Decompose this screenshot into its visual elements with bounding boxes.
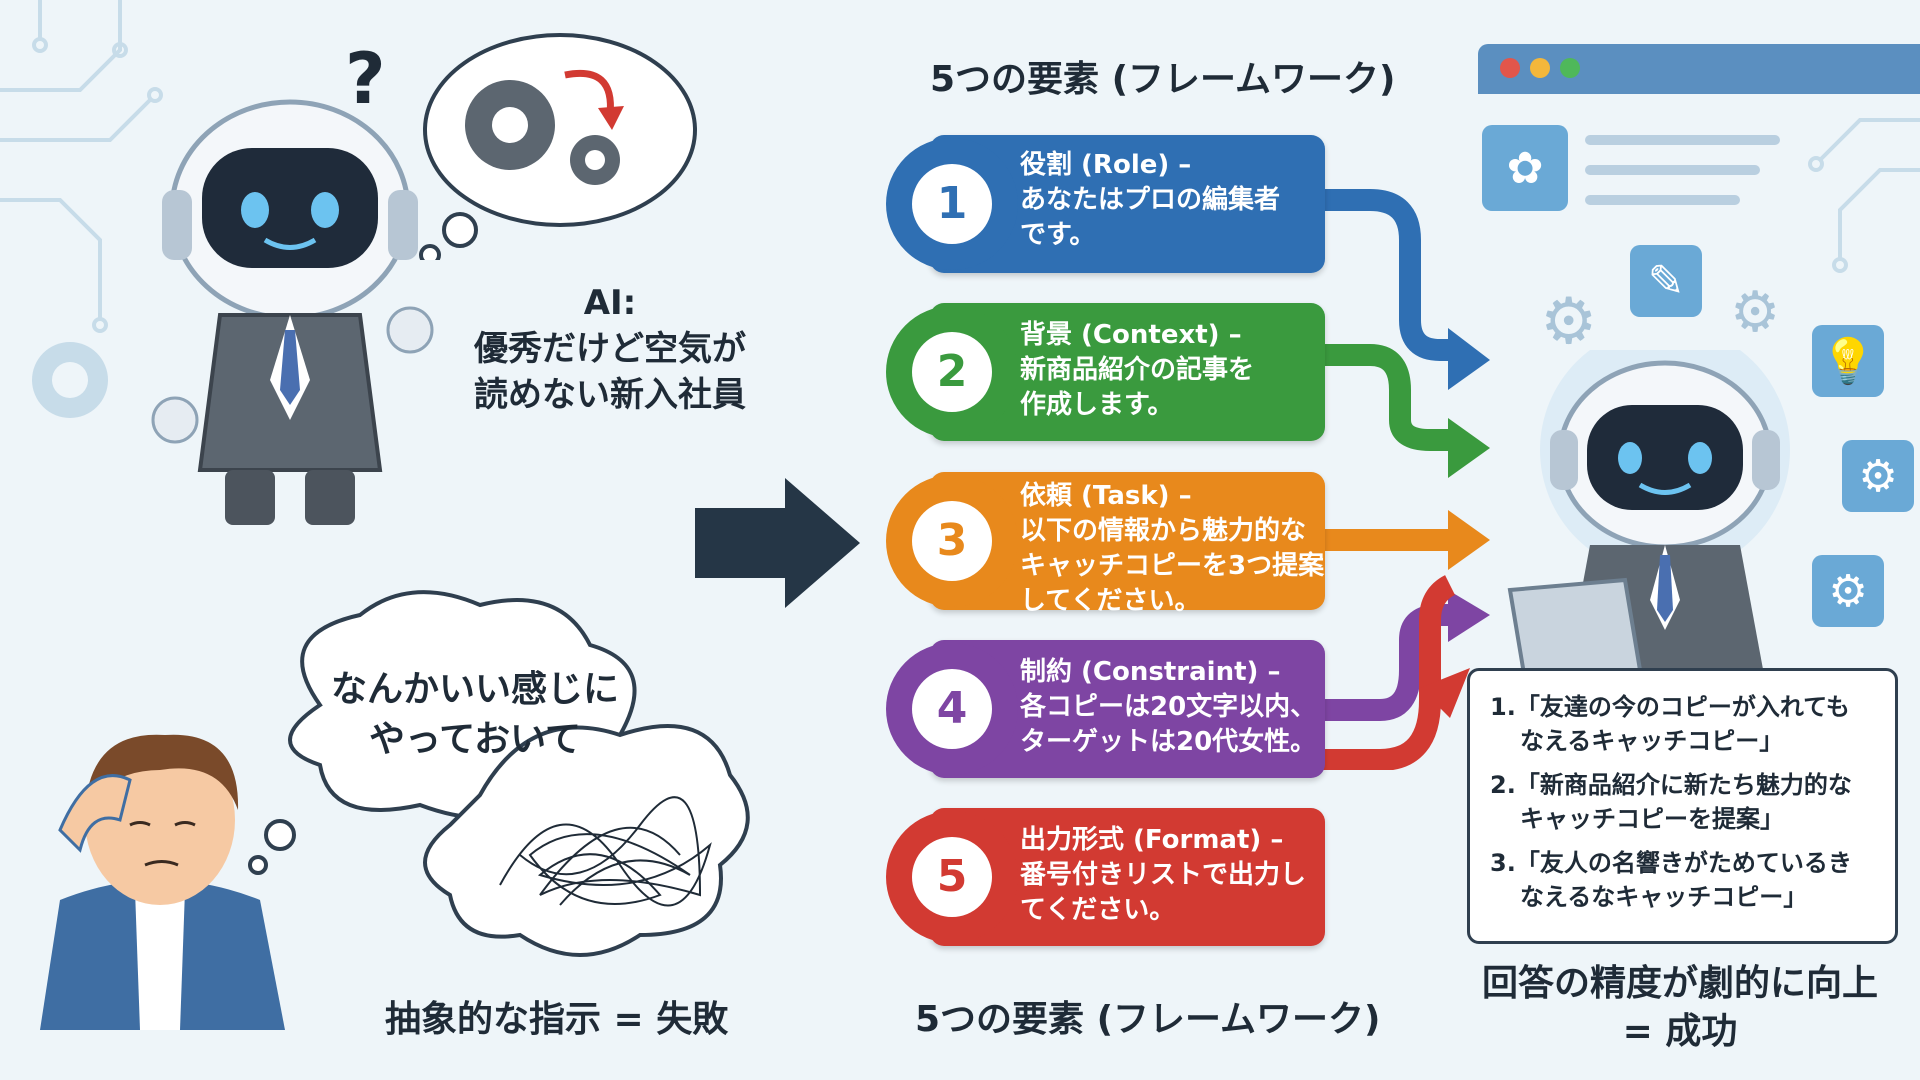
result-item-1-line-1: 1.「友達の今のコピーが入れても <box>1490 693 1850 721</box>
step-2-line-2: 作成します。 <box>1020 390 1174 420</box>
step-4-line-2: ターゲットは20代女性。 <box>1020 727 1317 757</box>
step-3-title: 依頼 (Task) – <box>1020 481 1192 511</box>
framework-title-bottom: 5つの要素 (フレームワーク) <box>915 999 1381 1040</box>
vague-instruction-line-2: やっておいて <box>368 719 582 760</box>
gear-icon: ⚙ <box>1540 285 1598 359</box>
step-3-line-2: キャッチコピーを3つ提案 <box>1020 551 1325 581</box>
question-mark-icon: ? <box>345 38 386 120</box>
circuit-decoration-left <box>0 0 163 418</box>
stressed-person-illustration <box>40 734 285 1030</box>
gear-icon: ⚙ <box>1842 440 1914 512</box>
step-1-line-2: です。 <box>1020 220 1096 250</box>
ai-label: AI: 優秀だけど空気が 読めない新入社員 <box>440 280 780 418</box>
format-arrowhead <box>1420 668 1470 718</box>
step-3-text: 依頼 (Task) – 以下の情報から魅力的な キャッチコピーを3つ提案 してく… <box>1020 479 1325 619</box>
vague-instruction-line-1: なんかいい感じに <box>330 669 619 710</box>
framework-title-top: 5つの要素 (フレームワーク) <box>930 59 1396 100</box>
success-caption-line-1: 回答の精度が劇的に向上 <box>1481 963 1878 1004</box>
result-item-3-line-2: なえるなキャッチコピー」 <box>1520 883 1808 911</box>
result-item-2-line-1: 2.「新商品紹介に新たち魅力的な <box>1490 771 1852 799</box>
lightbulb-icon: 💡 <box>1812 325 1884 397</box>
laptop-icon <box>1507 577 1643 680</box>
step-5-line-1: 番号付きリストで出力し <box>1020 860 1307 890</box>
step-number-2: 2 <box>912 332 992 412</box>
gear-icon: ⚙ <box>1730 280 1781 345</box>
step-2-text: 背景 (Context) – 新商品紹介の記事を 作成します。 <box>1020 318 1325 423</box>
result-output-box <box>1467 668 1898 944</box>
step-number-4: 4 <box>912 669 992 749</box>
happy-robot-illustration <box>1507 350 1790 680</box>
step-4-text: 制約 (Constraint) – 各コピーは20文字以内、 ターゲットは20代… <box>1020 655 1325 760</box>
ai-label-line-2: 優秀だけど空気が <box>474 329 746 369</box>
window-minimize-dot <box>1530 58 1550 78</box>
step-3-line-3: してください。 <box>1020 586 1201 616</box>
step-4-title: 制約 (Constraint) – <box>1020 657 1281 687</box>
result-item-1: 1.「友達の今のコピーが入れても なえるキャッチコピー」 <box>1490 690 1890 758</box>
step-5-line-2: てください。 <box>1020 895 1176 925</box>
transition-arrow-icon <box>695 478 860 608</box>
thought-bubble-gears <box>419 33 697 260</box>
step-number-1: 1 <box>912 164 992 244</box>
gears-icon <box>465 80 555 170</box>
ai-label-line-3: 読めない新入社員 <box>474 375 746 415</box>
result-item-2: 2.「新商品紹介に新たち魅力的な キャッチコピーを提案」 <box>1490 768 1890 836</box>
success-caption: 回答の精度が劇的に向上 = 成功 <box>1450 960 1910 1056</box>
pencil-icon: ✎ <box>1630 245 1702 317</box>
step-2-title: 背景 (Context) – <box>1020 320 1242 350</box>
step-1-text: 役割 (Role) – あなたはプロの編集者 です。 <box>1020 148 1325 253</box>
step-2-line-1: 新商品紹介の記事を <box>1020 355 1255 385</box>
confused-robot-illustration <box>151 99 434 525</box>
ai-label-line-1: AI: <box>583 283 637 323</box>
window-maximize-dot <box>1560 58 1580 78</box>
step-5-text: 出力形式 (Format) – 番号付きリストで出力し てください。 <box>1020 823 1325 928</box>
result-item-1-line-2: なえるキャッチコピー」 <box>1520 727 1784 755</box>
text-lines-decoration <box>1585 135 1780 205</box>
step-5-title: 出力形式 (Format) – <box>1020 825 1284 855</box>
vague-thought-bubble <box>248 590 750 957</box>
failure-caption: 抽象的な指示 = 失敗 <box>385 999 729 1040</box>
window-close-dot <box>1500 58 1520 78</box>
step-3-line-1: 以下の情報から魅力的な <box>1020 516 1307 546</box>
vague-instruction-text: なんかいい感じに やっておいて <box>300 665 650 765</box>
step-number-3: 3 <box>912 501 992 581</box>
step-1-title: 役割 (Role) – <box>1020 150 1192 180</box>
result-item-2-line-2: キャッチコピーを提案」 <box>1520 805 1784 833</box>
step-number-5: 5 <box>912 837 992 917</box>
step-connector-arrows <box>1320 189 1490 770</box>
result-item-3-line-1: 3.「友人の名響きがためているき <box>1490 849 1852 877</box>
step-1-line-1: あなたはプロの編集者 <box>1020 185 1281 215</box>
chatgpt-logo-icon: ✿ <box>1482 125 1568 211</box>
gears-icon: ⚙ <box>1812 555 1884 627</box>
result-item-3: 3.「友人の名響きがためているき なえるなキャッチコピー」 <box>1490 846 1890 914</box>
browser-window-bar <box>1478 44 1920 94</box>
success-caption-line-2: = 成功 <box>1622 1011 1738 1052</box>
step-4-line-1: 各コピーは20文字以内、 <box>1020 692 1317 722</box>
circuit-decoration-right <box>1808 118 1920 273</box>
